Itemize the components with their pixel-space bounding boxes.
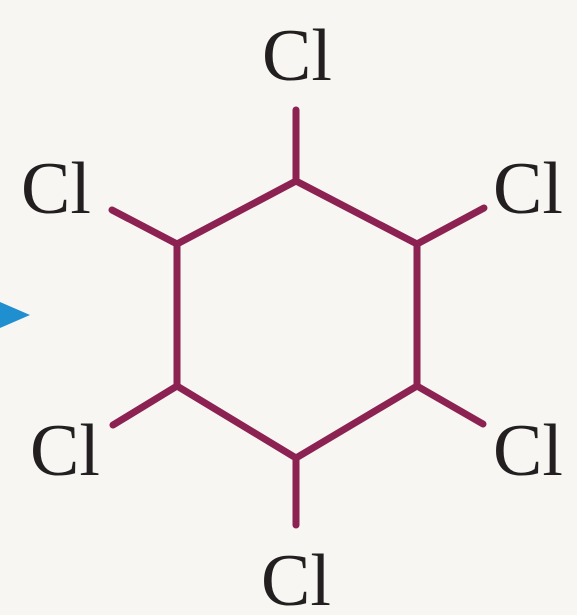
ring-bond-top-right xyxy=(292,177,421,248)
ring-bond-top-left xyxy=(173,177,300,248)
substituent-bonds xyxy=(108,106,488,529)
bond-to-lower-right-cl xyxy=(413,382,487,428)
atom-label-bottom: Cl xyxy=(261,540,331,615)
atom-label-lower-left: Cl xyxy=(30,410,100,492)
arrow-tip-icon xyxy=(0,302,30,328)
ring-bond-bottom-left xyxy=(173,382,300,462)
atom-label-top: Cl xyxy=(262,15,332,97)
bond-to-upper-right-cl xyxy=(413,204,488,248)
atom-label-upper-left: Cl xyxy=(21,148,91,230)
ring-bond-bottom-right xyxy=(292,382,421,462)
bond-to-lower-left-cl xyxy=(109,382,181,429)
atom-label-upper-right: Cl xyxy=(493,148,563,230)
bond-to-upper-left-cl xyxy=(108,206,181,248)
atom-label-lower-right: Cl xyxy=(493,410,563,492)
ring-bonds xyxy=(173,177,421,462)
